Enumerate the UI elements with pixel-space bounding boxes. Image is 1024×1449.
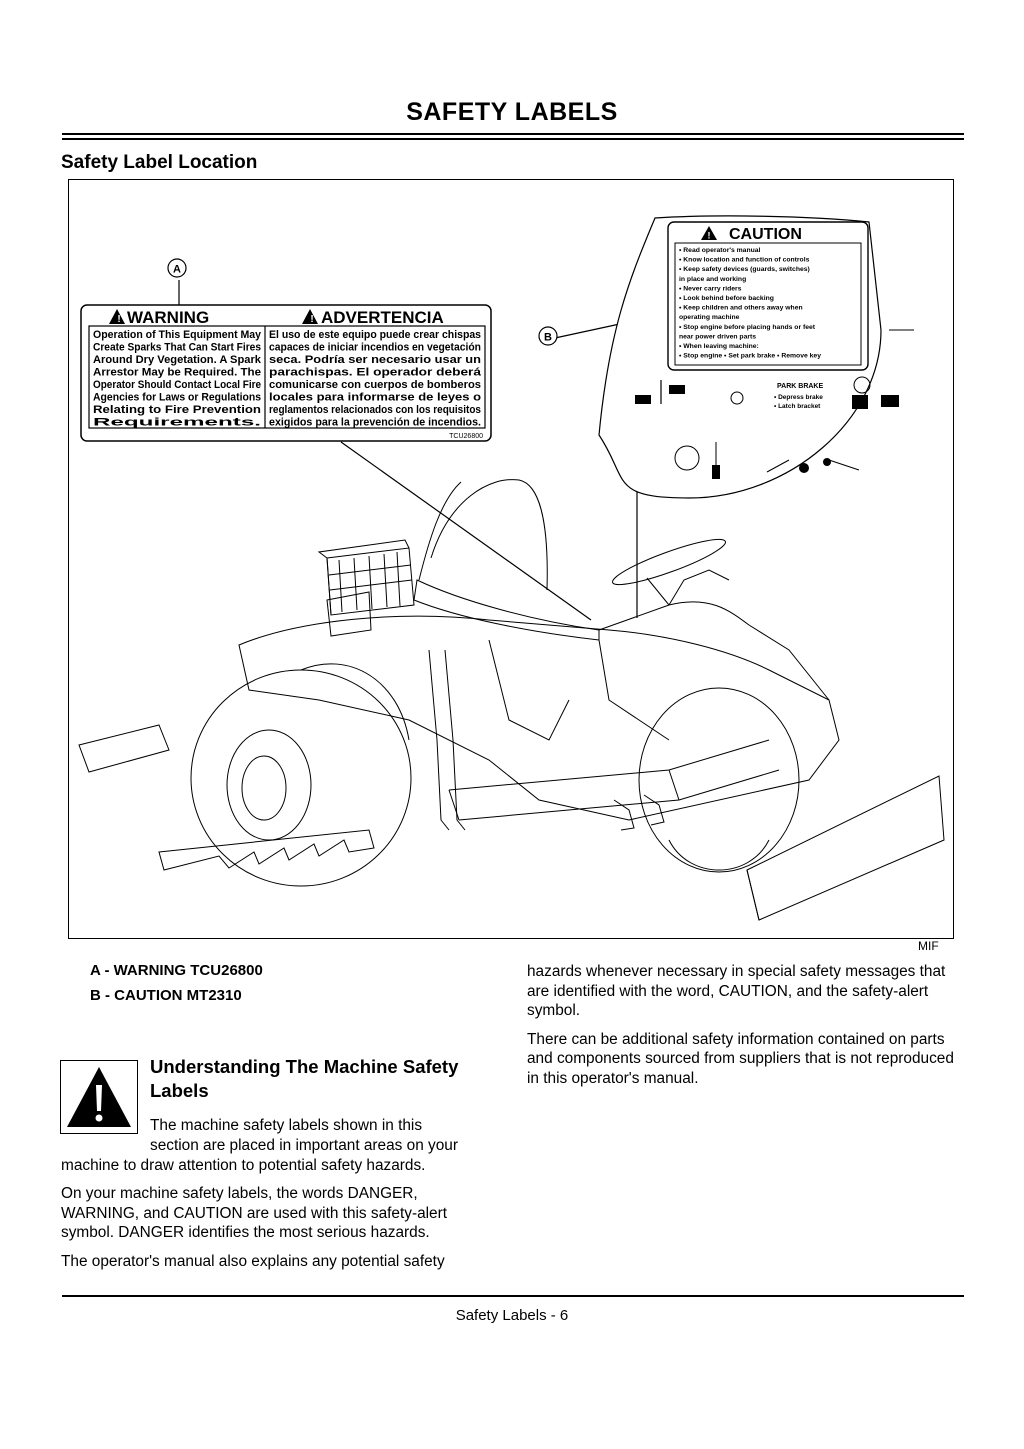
svg-text:A: A xyxy=(173,264,181,276)
warning-line-es: capaces de iniciar incendios en vegetaci… xyxy=(269,342,481,354)
warning-label-tcu26800: ! WARNING ! ADVERTENCIA Operation of Thi… xyxy=(80,304,492,442)
svg-text:• Depress brake: • Depress brake xyxy=(774,394,823,401)
section-heading: Safety Label Location xyxy=(61,152,258,173)
caution-line: • Keep children and others away when xyxy=(679,305,803,312)
warning-line-en: Requirements. xyxy=(93,417,261,429)
mower-symbol-icon xyxy=(799,463,809,473)
figure-id: MIF xyxy=(918,939,939,953)
caution-line: • Keep safety devices (guards, switches) xyxy=(679,266,810,273)
svg-text:TCU26800: TCU26800 xyxy=(449,433,483,440)
right-paragraph-1: hazards whenever necessary in special sa… xyxy=(527,963,946,1019)
warning-line-en: Operator Should Contact Local Fire xyxy=(93,379,261,391)
warning-line-en: Relating to Fire Prevention xyxy=(93,404,261,416)
right-paragraph-2: There can be additional safety informati… xyxy=(527,1030,954,1087)
warning-line-es: locales para informarse de leyes o xyxy=(269,392,481,404)
callout-a: A xyxy=(167,258,187,278)
svg-text:B: B xyxy=(544,332,552,344)
caution-line: operating machine xyxy=(679,314,740,321)
svg-text:• Latch bracket: • Latch bracket xyxy=(774,403,821,410)
warning-line-en: Arrestor May be Required. The xyxy=(93,367,261,379)
warning-alert-triangle-icon xyxy=(109,309,125,324)
caution-instructions: • Read operator's manual • Know location … xyxy=(679,247,821,360)
caution-line: • Never carry riders xyxy=(679,285,742,292)
warning-line-es: El uso de este equipo puede crear chispa… xyxy=(269,329,481,341)
header-rule-bottom xyxy=(62,138,964,140)
understanding-paragraph-2: On your machine safety labels, the words… xyxy=(61,1185,448,1241)
mower-outline xyxy=(78,479,945,921)
page-footer: Safety Labels - 6 xyxy=(455,1307,569,1324)
svg-text:!: ! xyxy=(708,231,711,241)
footer-rule xyxy=(62,1295,964,1297)
caution-line: • Stop engine • Set park brake • Remove … xyxy=(679,353,821,360)
warning-line-en: Around Dry Vegetation. A Spark xyxy=(93,354,262,366)
page-title: SAFETY LABELS xyxy=(406,98,618,126)
understanding-heading: Understanding The Machine Safety Labels xyxy=(150,1056,459,1101)
caution-alert-triangle-icon xyxy=(701,226,717,240)
understanding-paragraph-1-line-3: machine to draw attention to potential s… xyxy=(61,1157,426,1174)
lever-symbol-icon xyxy=(712,465,720,479)
caution-line: • When leaving machine: xyxy=(679,343,759,350)
control-symbol-icon xyxy=(669,385,685,394)
warning-line-es: parachispas. El operador deberá xyxy=(269,367,482,379)
callout-b: B xyxy=(538,326,558,346)
svg-text:PARK BRAKE: PARK BRAKE xyxy=(777,383,823,390)
figure-illustration: A B ! WARNING ! ADVERTENCIA Operation of… xyxy=(68,179,954,939)
svg-text:WARNING: WARNING xyxy=(127,308,209,327)
understanding-paragraph-1-line-1: The machine safety labels shown in this xyxy=(150,1117,423,1134)
right-column: hazards whenever necessary in special sa… xyxy=(527,962,965,1088)
warning-line-es: exigidos para la prevención de incendios… xyxy=(269,417,481,429)
mower-line-drawing: A B ! WARNING ! ADVERTENCIA Operation of… xyxy=(78,215,945,921)
callout-item-a: A - WARNING TCU26800 xyxy=(90,962,263,979)
svg-text:!: ! xyxy=(310,314,313,325)
advertencia-alert-triangle-icon xyxy=(302,309,318,324)
safety-alert-icon xyxy=(67,1067,131,1127)
warning-line-en: Create Sparks That Can Start Fires xyxy=(93,342,261,354)
engine-symbol-icon xyxy=(674,445,700,471)
warning-text-spanish: El uso de este equipo puede crear chispa… xyxy=(269,329,482,429)
warning-line-en: Operation of This Equipment May xyxy=(93,329,262,341)
header-rule-top xyxy=(62,133,964,135)
warning-line-es: reglamentos relacionados con los requisi… xyxy=(269,404,481,416)
caution-line: near power driven parts xyxy=(679,333,756,340)
caution-line: • Know location and function of controls xyxy=(679,257,810,264)
svg-text:CAUTION: CAUTION xyxy=(729,226,802,243)
svg-text:!: ! xyxy=(117,314,120,325)
callout-item-b: B - CAUTION MT2310 xyxy=(90,987,242,1004)
brake-symbol-icon xyxy=(730,391,744,405)
caution-line: in place and working xyxy=(679,276,746,283)
safety-alert-symbol-box xyxy=(60,1060,138,1134)
control-symbol-icon xyxy=(635,395,651,404)
caution-line: • Stop engine before placing hands or fe… xyxy=(679,324,816,331)
understanding-paragraph-1-line-2: section are placed in important areas on… xyxy=(150,1137,458,1154)
caution-line: • Read operator's manual xyxy=(679,247,761,254)
warning-line-es: seca. Podría ser necesario usar un xyxy=(269,354,481,366)
warning-line-en: Agencies for Laws or Regulations xyxy=(93,392,261,404)
caution-label-mt2310: ! CAUTION • Read operator's manual • Know… xyxy=(598,215,914,499)
warning-line-es: comunicarse con cuerpos de bomberos xyxy=(269,379,481,391)
throttle-symbol-icon xyxy=(852,395,868,409)
svg-text:ADVERTENCIA: ADVERTENCIA xyxy=(321,308,444,327)
caution-line: • Look behind before backing xyxy=(679,295,774,302)
understanding-paragraph-3: The operator's manual also explains any … xyxy=(61,1253,445,1270)
pto-symbol-icon xyxy=(853,376,871,394)
